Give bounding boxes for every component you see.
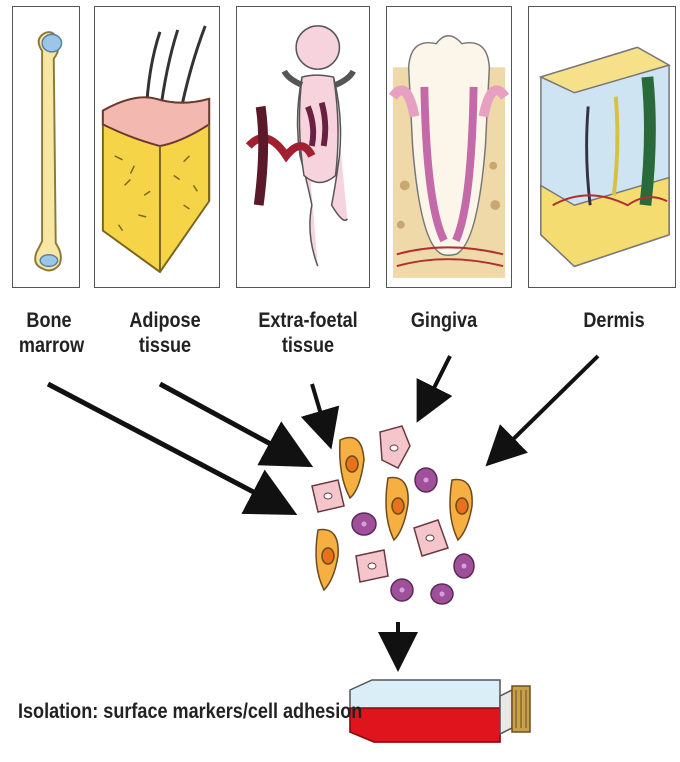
msc-cell xyxy=(450,480,472,540)
msc-cell xyxy=(316,530,338,590)
arrow-gingiva xyxy=(422,356,450,412)
arrow-adipose xyxy=(160,384,300,460)
arrow-extra-foetal xyxy=(312,384,328,438)
isolation-label: Isolation: surface markers/cell adhesion xyxy=(18,700,362,724)
arrow-dermis xyxy=(494,356,598,458)
msc-cell xyxy=(340,438,364,499)
msc-cell xyxy=(386,478,408,540)
arrow-bone-marrow xyxy=(48,384,284,508)
culture-flask-icon xyxy=(350,680,530,742)
